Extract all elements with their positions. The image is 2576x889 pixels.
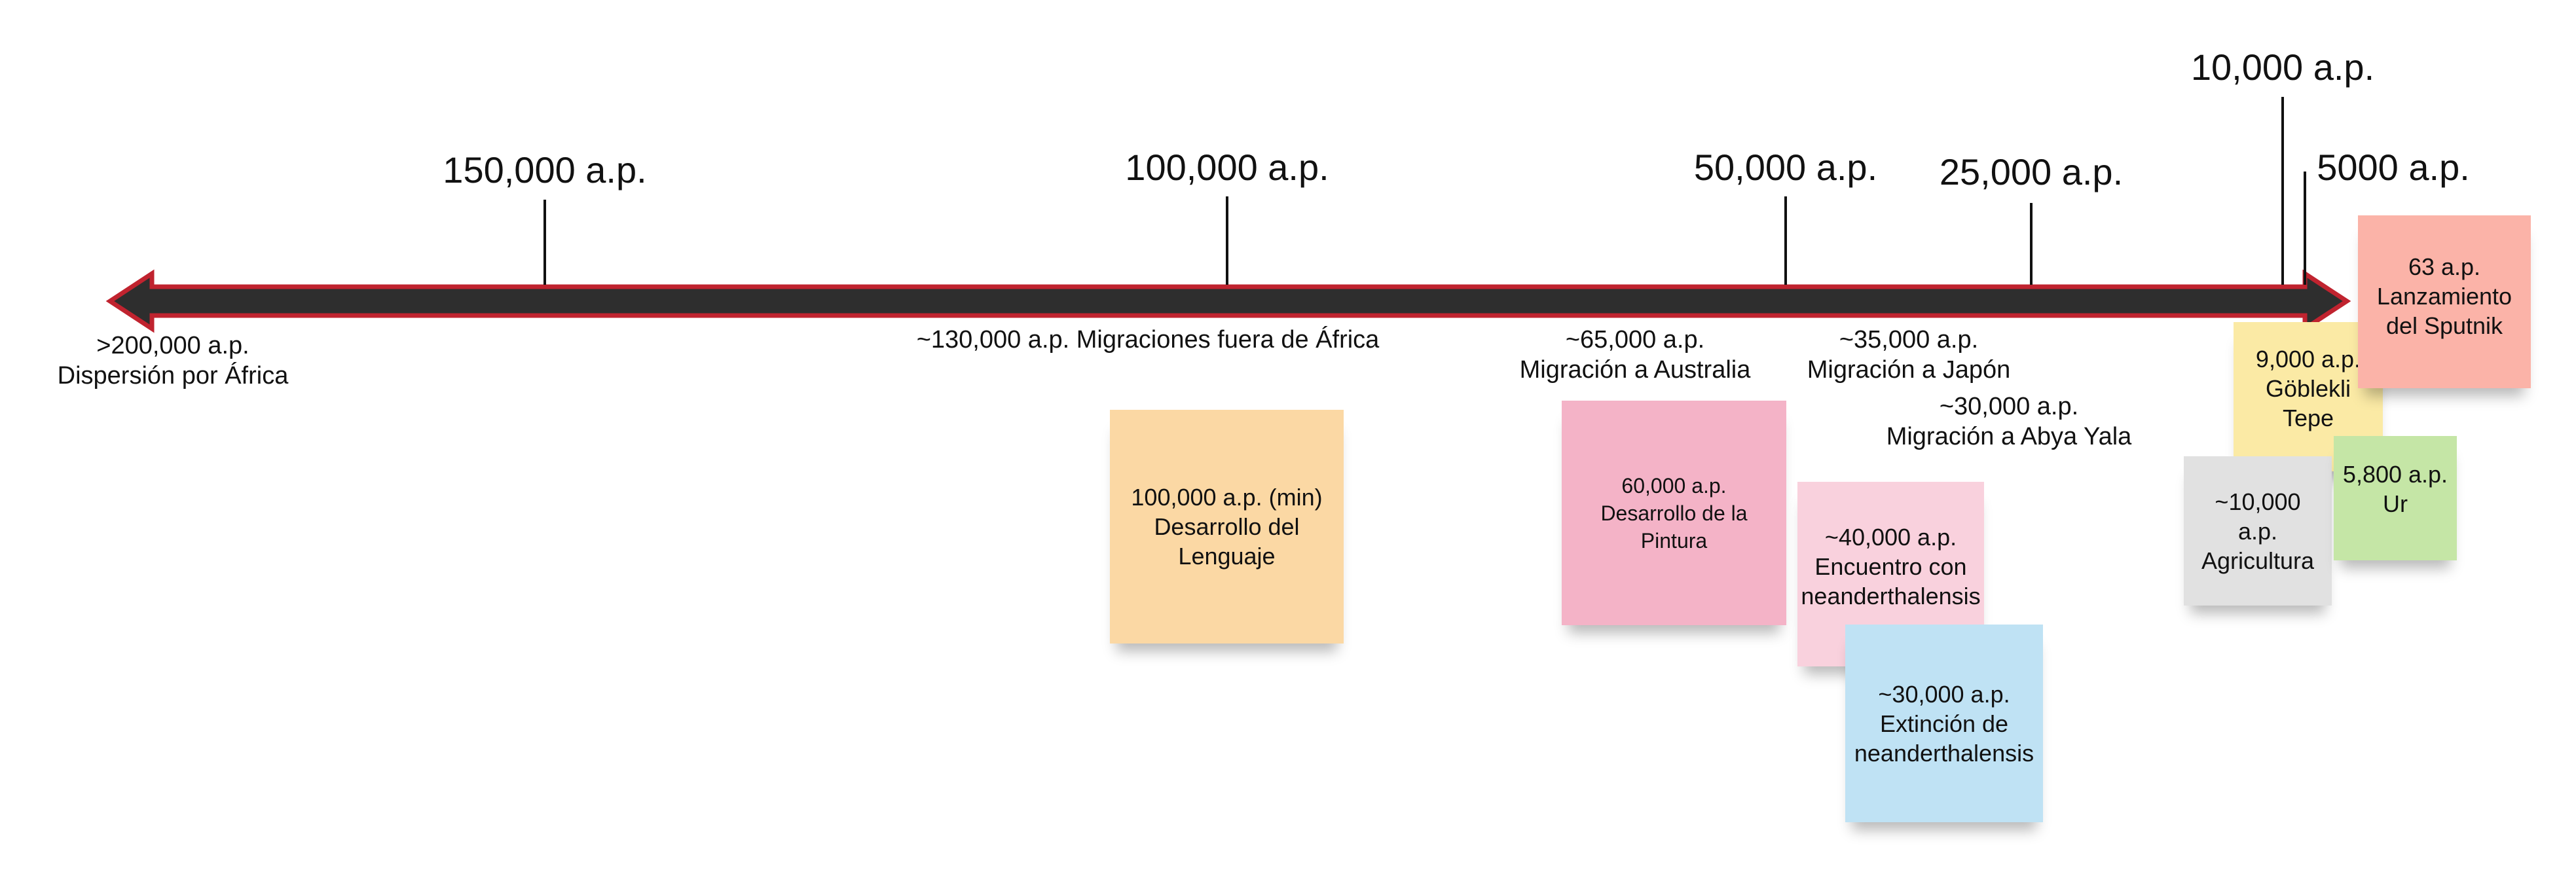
tick-label-25000: 25,000 a.p. bbox=[1939, 151, 2124, 192]
sticky-line: del Sputnik bbox=[2385, 312, 2503, 339]
sticky-line: Encuentro con bbox=[1814, 553, 1967, 580]
sticky-agricultura[interactable]: ~10,000 a.p. Agricultura bbox=[2184, 456, 2332, 606]
sticky-line: Lenguaje bbox=[1178, 543, 1276, 570]
sticky-line: 5,800 a.p. bbox=[2342, 461, 2448, 488]
tick-25000 bbox=[2030, 203, 2033, 285]
tick-label-150000: 150,000 a.p. bbox=[443, 149, 647, 190]
tick-label-50000: 50,000 a.p. bbox=[1693, 147, 1878, 188]
sticky-desarrollo-lenguaje[interactable]: 100,000 a.p. (min) Desarrollo del Lengua… bbox=[1110, 410, 1344, 644]
sticky-line: Agricultura bbox=[2201, 547, 2315, 574]
timeline-arrow-shape bbox=[105, 269, 2351, 333]
note-date: >200,000 a.p. bbox=[96, 332, 249, 359]
tick-100000 bbox=[1226, 196, 1228, 285]
note-date: ~35,000 a.p. bbox=[1839, 326, 1979, 354]
tick-5000 bbox=[2304, 172, 2306, 285]
sticky-line: 63 a.p. bbox=[2408, 253, 2481, 280]
sticky-line: Ur bbox=[2383, 490, 2408, 517]
note-text: Migración a Australia bbox=[1519, 356, 1751, 384]
tick-label-10000: 10,000 a.p. bbox=[2190, 46, 2375, 88]
sticky-line: Pintura bbox=[1640, 528, 1708, 553]
sticky-line: neanderthalensis bbox=[1854, 739, 2034, 767]
note-migraciones-fuera-africa: ~130,000 a.p. Migraciones fuera de Áfric… bbox=[917, 325, 1380, 355]
sticky-line: 9,000 a.p. bbox=[2255, 346, 2361, 372]
sticky-line: Extinción de bbox=[1879, 710, 2009, 737]
tick-label-100000: 100,000 a.p. bbox=[1125, 147, 1329, 188]
sticky-extincion-neanderthalensis[interactable]: ~30,000 a.p. Extinción de neanderthalens… bbox=[1845, 625, 2043, 822]
sticky-desarrollo-pintura[interactable]: 60,000 a.p. Desarrollo de la Pintura bbox=[1562, 401, 1786, 625]
sticky-line: 60,000 a.p. bbox=[1621, 473, 1727, 498]
tick-10000 bbox=[2281, 97, 2284, 285]
note-migracion-australia: ~65,000 a.p. Migración a Australia bbox=[1520, 325, 1751, 385]
sticky-line: Lanzamiento bbox=[2376, 283, 2512, 310]
sticky-line: ~40,000 a.p. bbox=[1824, 524, 1957, 551]
sticky-line: Göblekli bbox=[2265, 375, 2351, 402]
note-text: ~130,000 a.p. Migraciones fuera de Áfric… bbox=[916, 326, 1380, 354]
sticky-line: Desarrollo del bbox=[1154, 513, 1300, 540]
tick-150000 bbox=[543, 200, 546, 285]
sticky-lanzamiento-sputnik[interactable]: 63 a.p. Lanzamiento del Sputnik bbox=[2358, 215, 2531, 388]
note-text: Dispersión por África bbox=[57, 362, 289, 390]
sticky-line: Tepe bbox=[2282, 405, 2334, 431]
sticky-line: a.p. bbox=[2237, 517, 2278, 545]
note-text: Migración a Abya Yala bbox=[1886, 423, 2132, 450]
note-migracion-abya-yala: ~30,000 a.p. Migración a Abya Yala bbox=[1886, 391, 2132, 452]
note-text: Migración a Japón bbox=[1807, 356, 2011, 384]
sticky-line: 100,000 a.p. (min) bbox=[1131, 484, 1323, 511]
sticky-line: Desarrollo de la bbox=[1600, 501, 1748, 525]
note-migracion-japon: ~35,000 a.p. Migración a Japón bbox=[1807, 325, 2011, 385]
note-date: ~30,000 a.p. bbox=[1939, 393, 2079, 420]
sticky-line: ~30,000 a.p. bbox=[1878, 680, 2010, 708]
sticky-line: ~10,000 bbox=[2215, 488, 2301, 515]
tick-label-5000: 5000 a.p. bbox=[2317, 147, 2470, 188]
sticky-line: neanderthalensis bbox=[1801, 583, 1981, 609]
note-dispersion-africa: >200,000 a.p. Dispersión por África bbox=[58, 331, 289, 391]
note-date: ~65,000 a.p. bbox=[1565, 326, 1705, 354]
tick-50000 bbox=[1784, 196, 1787, 285]
sticky-ur[interactable]: 5,800 a.p. Ur bbox=[2334, 436, 2457, 560]
